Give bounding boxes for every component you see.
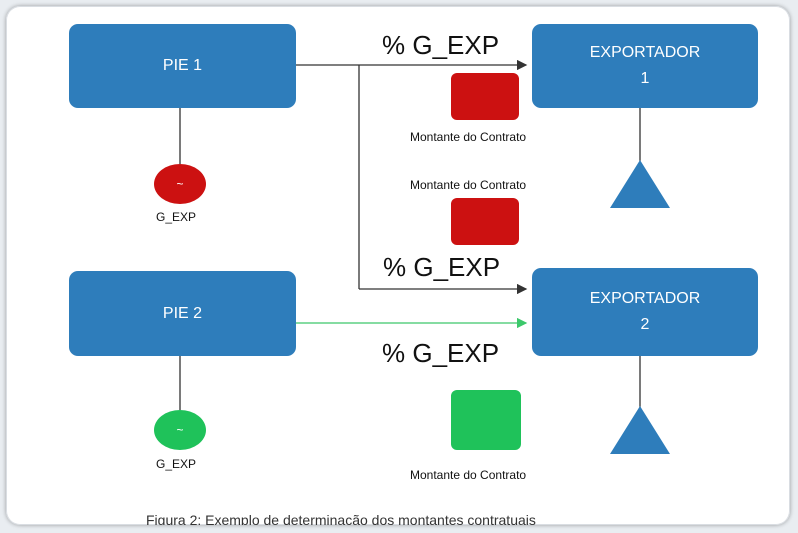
contract-swatch-green (451, 390, 521, 450)
generator-1-label: G_EXP (156, 210, 197, 224)
figure-caption: Figura 2: Exemplo de determinação dos mo… (146, 512, 536, 525)
contract-label-1: Montante do Contrato (410, 130, 527, 144)
node-exportador1: EXPORTADOR 1 (532, 24, 758, 108)
node-pie2: PIE 2 (69, 271, 296, 356)
generator-2-icon: ~ (154, 410, 206, 450)
percent-label-mid: % G_EXP (383, 252, 501, 282)
generator-2-label: G_EXP (156, 457, 197, 471)
load-triangle-2-icon (610, 406, 670, 454)
contract-label-2: Montante do Contrato (410, 178, 527, 192)
node-exportador2: EXPORTADOR 2 (532, 268, 758, 356)
node-pie1: PIE 1 (69, 24, 296, 108)
generator-1-icon: ~ (154, 164, 206, 204)
contract-label-3: Montante do Contrato (410, 468, 527, 482)
percent-label-bottom: % G_EXP (382, 338, 500, 368)
contract-swatch-red-2 (451, 198, 519, 245)
contract-swatch-red-1 (451, 73, 519, 120)
connector-layer (179, 59, 670, 454)
percent-label-top: % G_EXP (382, 30, 500, 60)
diagram-frame: PIE 1 PIE 2 EXPORTADOR 1 EXPORTADOR 2 % … (6, 6, 790, 525)
load-triangle-1-icon (610, 160, 670, 208)
